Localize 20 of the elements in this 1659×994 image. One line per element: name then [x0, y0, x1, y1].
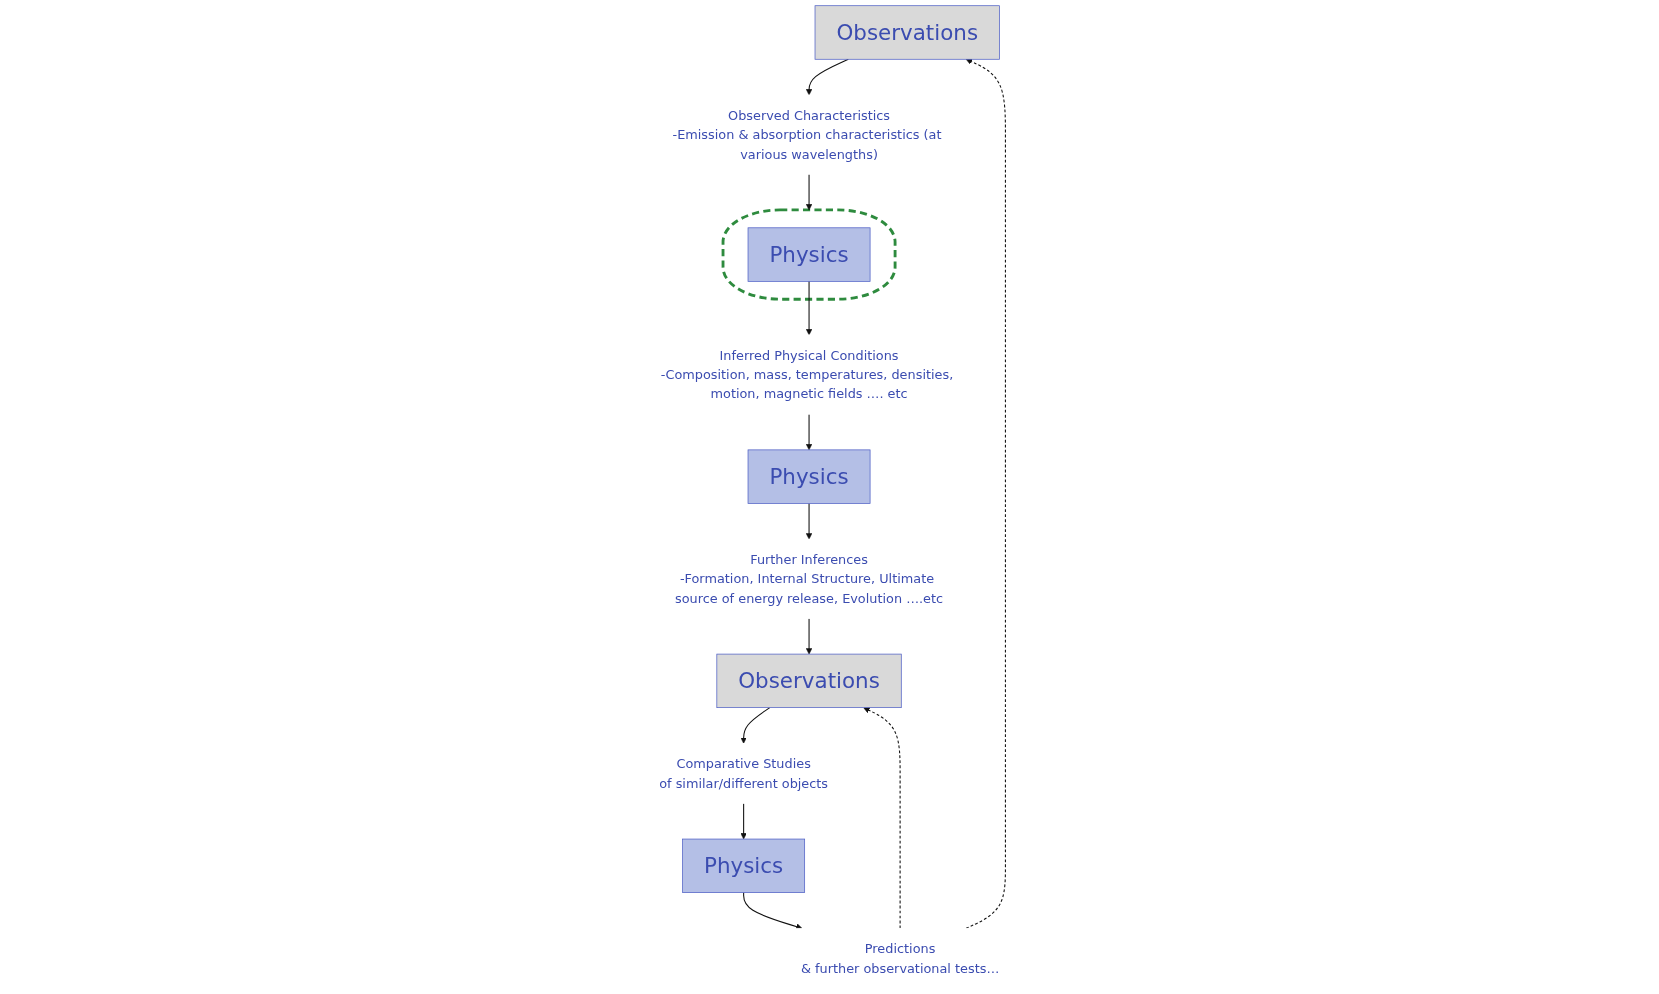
arrow	[806, 173, 813, 211]
arrow	[806, 413, 813, 451]
arrow	[806, 280, 813, 336]
node-text: Inferred Physical Conditions -Composition, mass, temperatures, densities, motion, magnetic fields …. etc	[661, 347, 954, 402]
arrow	[740, 802, 748, 840]
node-text: Predictions & further observational tests…	[801, 941, 1000, 976]
arrow	[806, 617, 813, 655]
arrow	[743, 892, 803, 930]
arrow	[965, 58, 1007, 929]
arrow	[863, 707, 901, 929]
node-text: Observed Characteristics -Emission & absorption characteristics (at various wavelengths)	[672, 107, 942, 162]
arrow	[740, 707, 771, 744]
node-box: Observations	[814, 5, 1001, 60]
node-box: Physics	[747, 449, 871, 504]
arrow	[806, 502, 813, 540]
node-box: Observations	[716, 653, 902, 708]
node-text: Comparative Studies of similar/different objects	[659, 756, 829, 791]
node-box: Physics	[682, 838, 806, 893]
node-box: Physics	[747, 227, 871, 282]
node-text: Further Inferences -Formation, Internal Structure, Ultimate source of energy release, Evolution ….etc	[675, 551, 944, 606]
